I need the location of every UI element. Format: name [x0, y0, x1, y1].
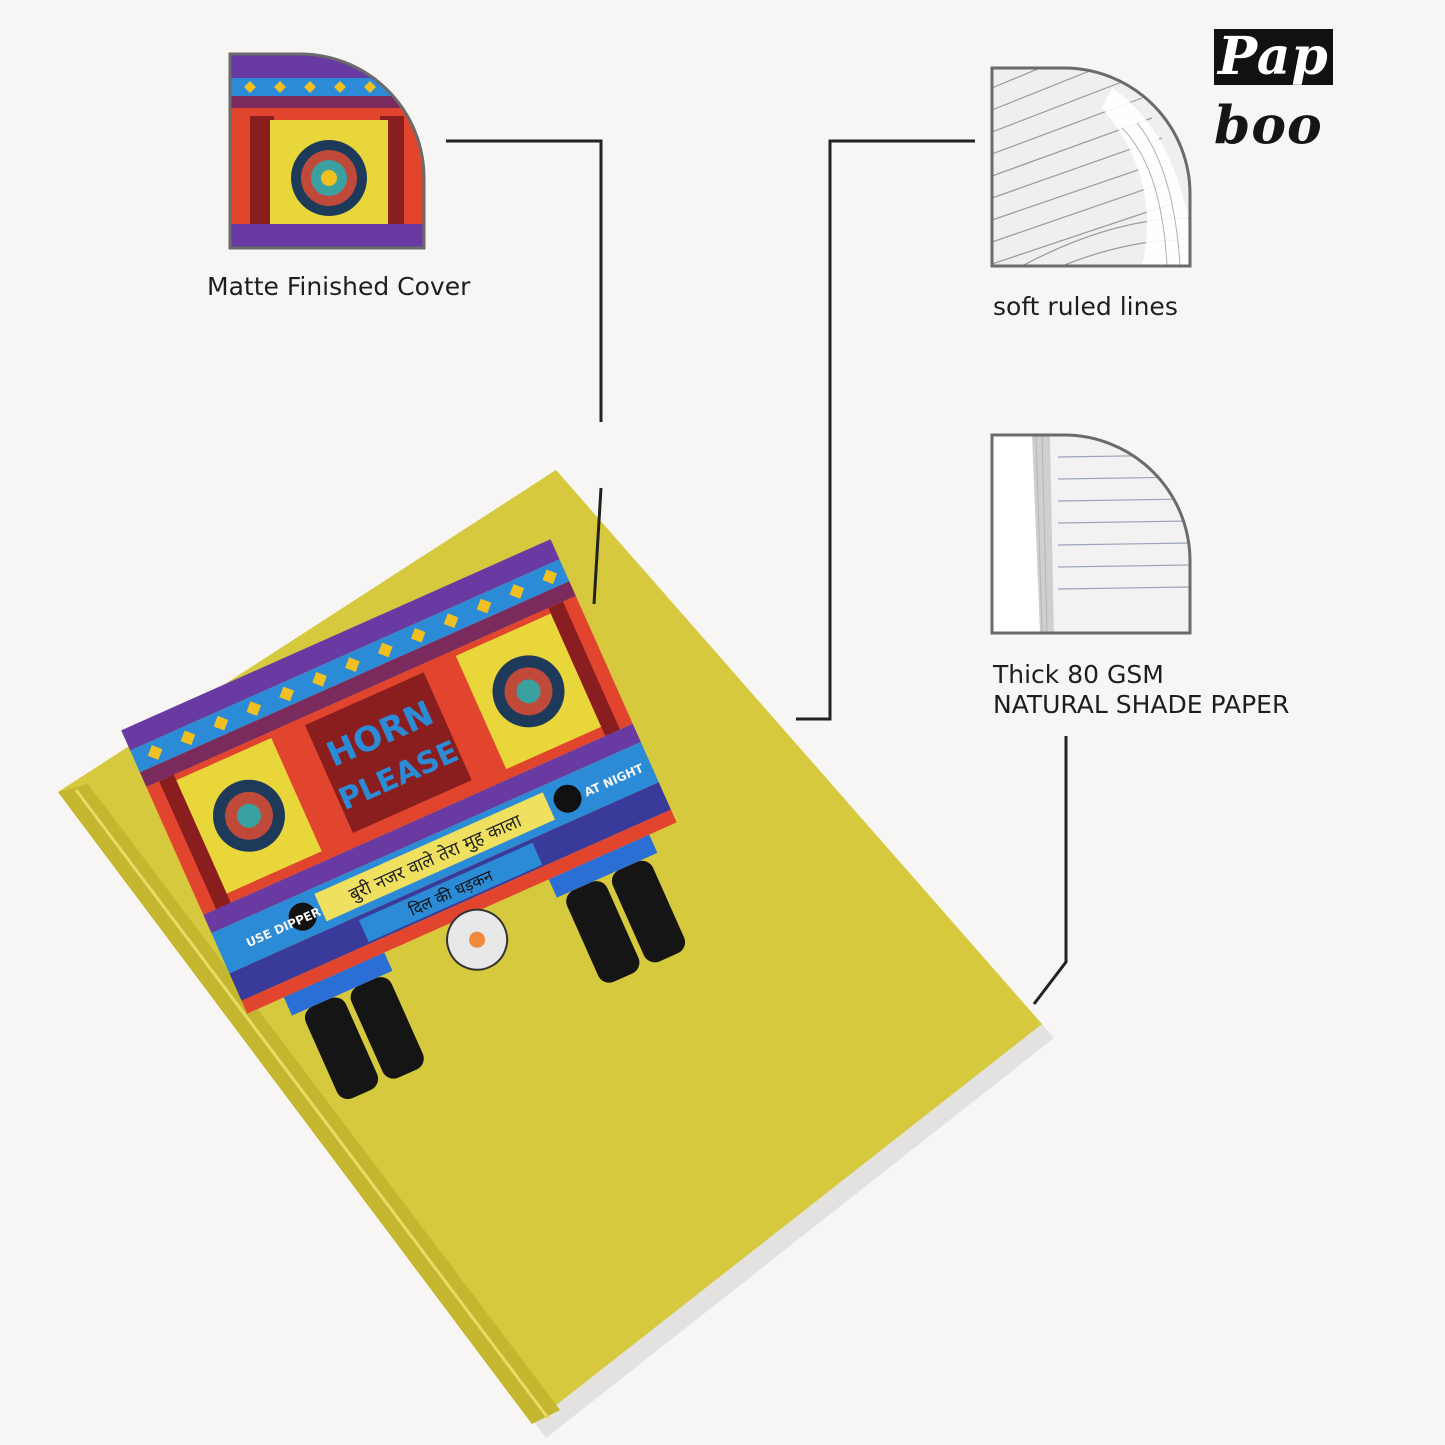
truck-art: HORN PLEASE बुरी नजर वाले तेरा मुह काला …	[121, 539, 686, 1100]
feature-label-paper-line2: NATURAL SHADE PAPER	[993, 690, 1290, 719]
cover-pattern-swatch	[228, 52, 426, 250]
brand-logo: Pap boo	[1214, 18, 1422, 157]
notebook-spine	[58, 784, 560, 1424]
feature-label-ruled: soft ruled lines	[993, 292, 1178, 321]
feature-label-cover: Matte Finished Cover	[207, 272, 471, 301]
feature-label-paper-line1: Thick 80 GSM	[993, 660, 1164, 689]
wheel-left-2	[350, 977, 424, 1079]
banner-top	[314, 792, 556, 922]
banner-bottom	[358, 842, 543, 943]
paper-edge-swatch	[990, 433, 1192, 635]
horn-please-panel	[304, 672, 472, 833]
ruled-lines-swatch	[990, 66, 1192, 268]
wheel-left-1	[304, 997, 379, 1100]
wheel-right-1	[566, 881, 640, 983]
wheel-right-2	[611, 860, 686, 963]
logo-rest-text: boo	[1214, 95, 1323, 157]
logo-box-text: Pap	[1214, 28, 1333, 85]
